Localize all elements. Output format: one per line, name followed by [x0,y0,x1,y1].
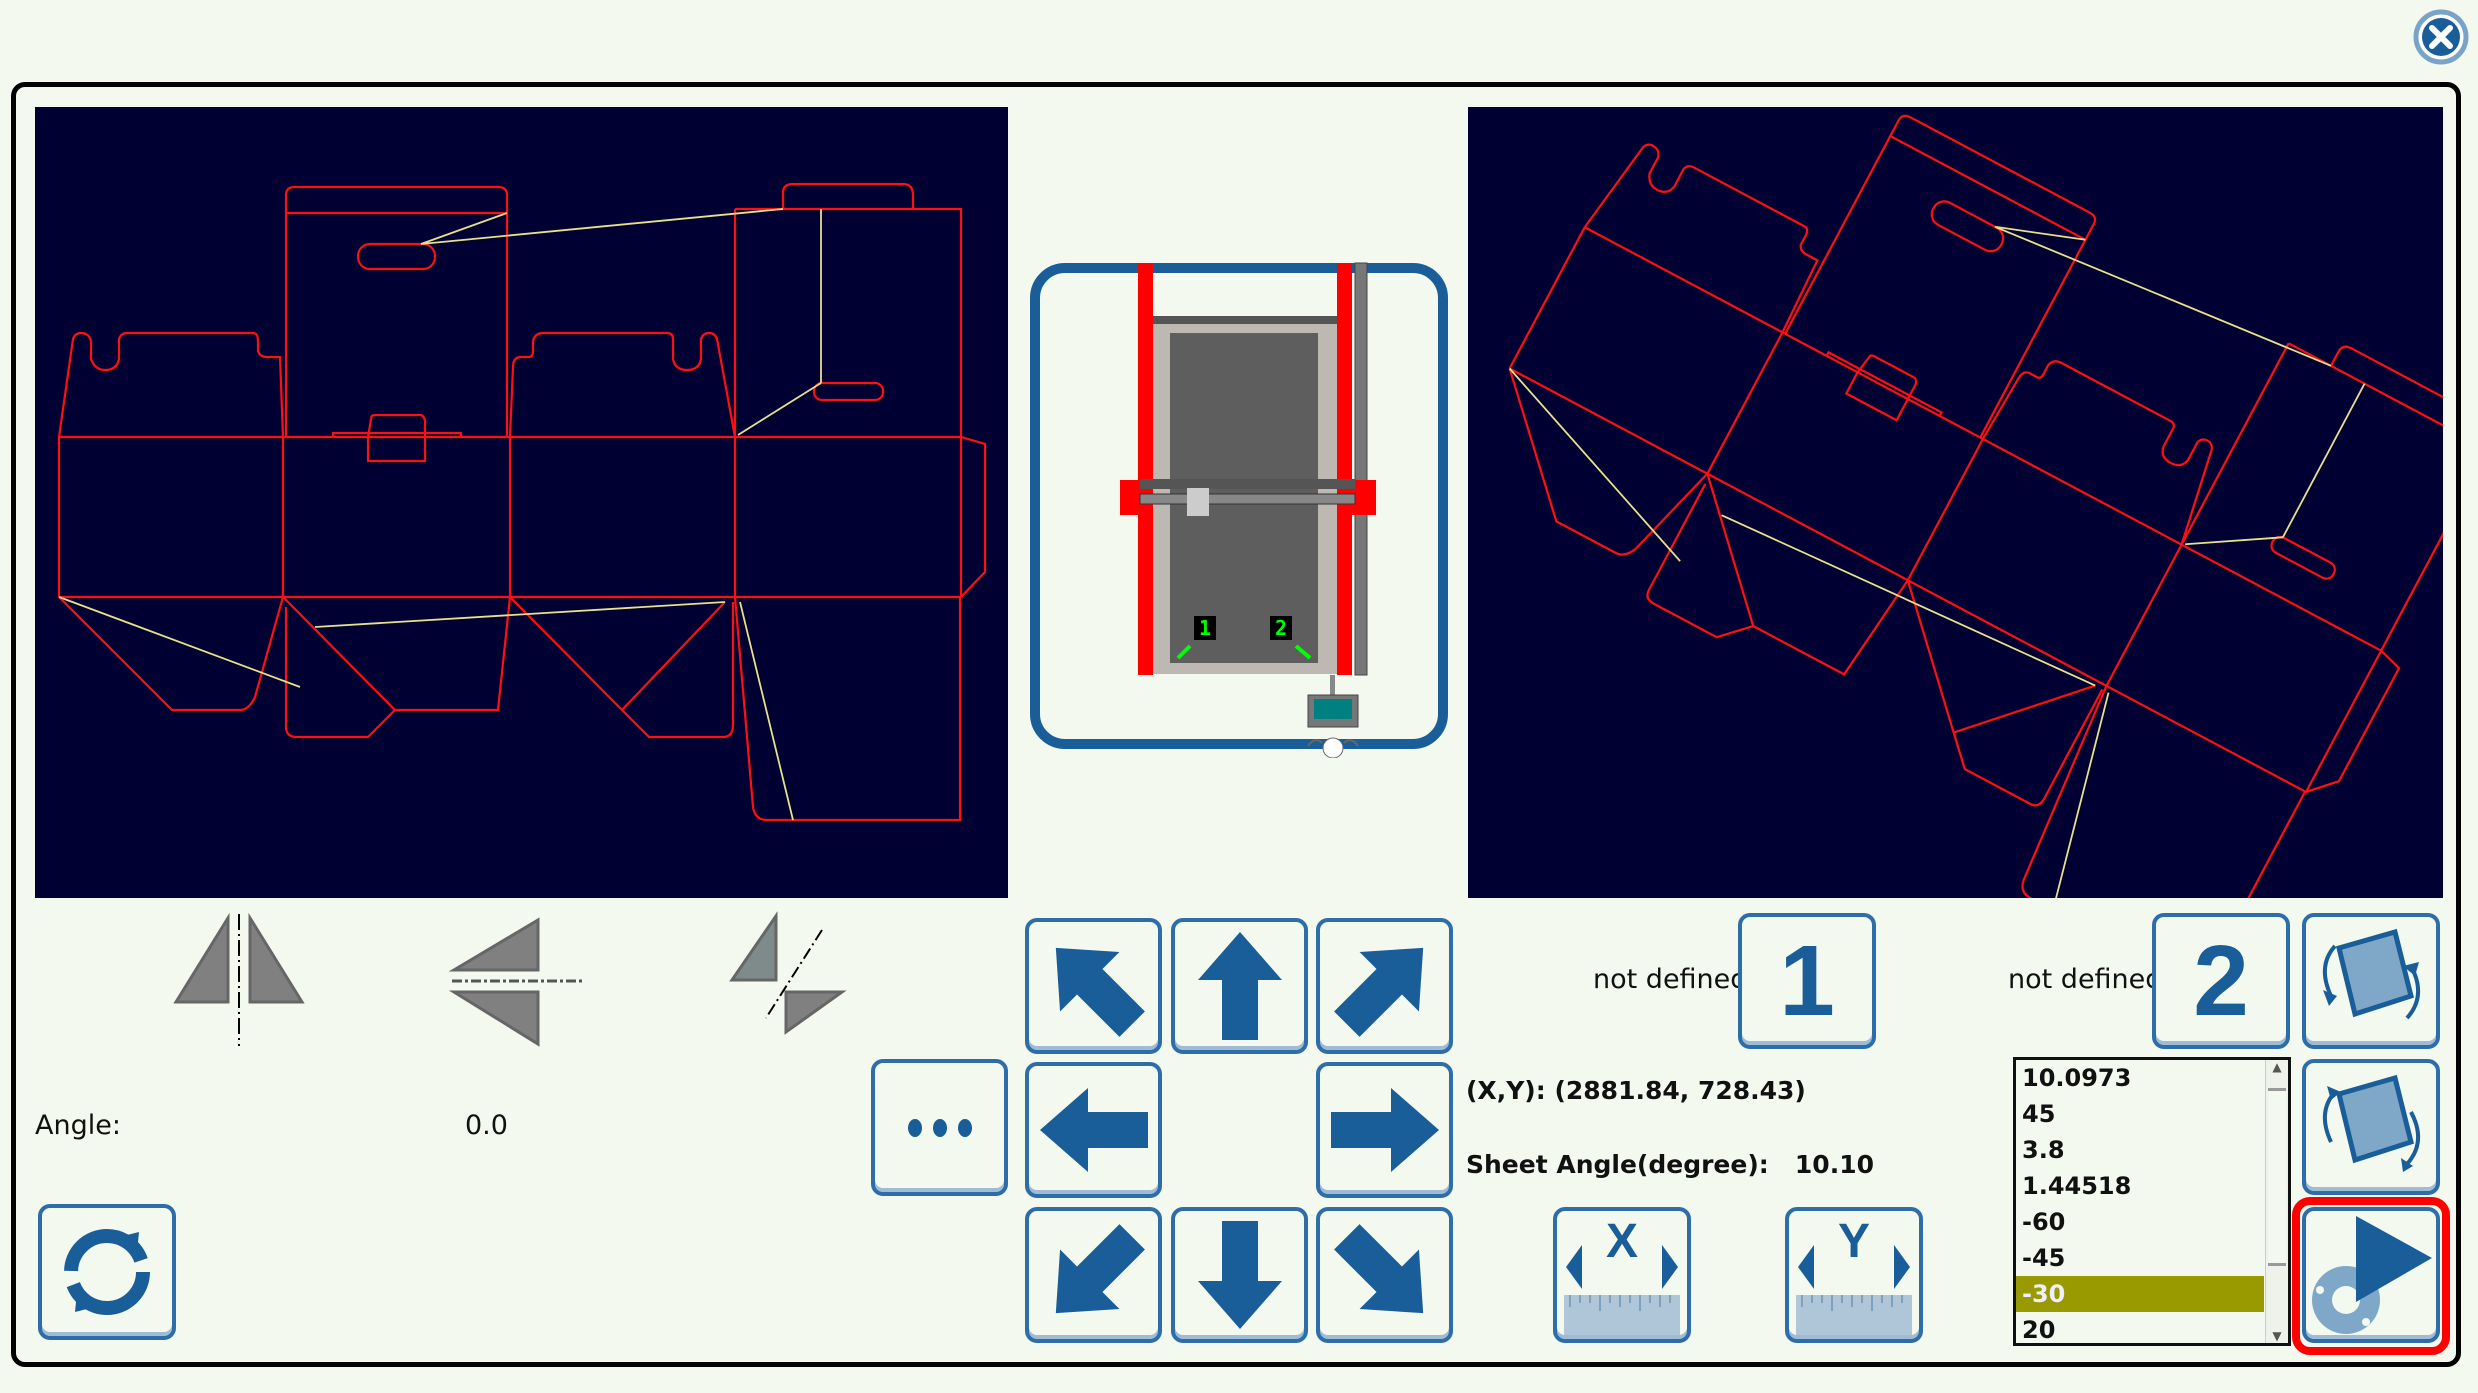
jog-up-right-button[interactable] [1316,918,1453,1054]
more-options-button[interactable] [871,1059,1008,1196]
scroll-down-icon[interactable]: ▼ [2272,1329,2282,1343]
rotate-clockwise-button[interactable] [2302,913,2440,1049]
original-layout-canvas[interactable] [35,107,1008,898]
jog-down-right-button[interactable] [1316,1207,1453,1343]
rotate-counterclockwise-button[interactable] [2302,1059,2440,1195]
start-button[interactable] [2302,1207,2440,1343]
close-circle-icon [2413,9,2469,65]
angle-list-item[interactable]: 45 [2022,1100,2056,1128]
sheet-angle-label: Sheet Angle(degree): [1466,1150,1769,1179]
angle-list-item[interactable]: 20 [2022,1316,2056,1344]
y-axis-button[interactable]: Y [1785,1207,1923,1343]
arrow-down-left-icon [1055,1224,1145,1314]
reference-2-button[interactable]: 2 [2152,913,2290,1049]
arrow-down-right-icon [1333,1224,1423,1314]
arrow-right-icon [1330,1088,1439,1172]
scroll-up-icon[interactable]: ▲ [2272,1060,2282,1074]
mirror-horizontal-button[interactable] [448,910,588,1050]
jog-down-button[interactable] [1171,1207,1308,1343]
ellipsis-icon [907,1118,972,1137]
play-icon [2312,1216,2432,1334]
reference-2-label: 2 [2193,925,2249,1037]
jog-up-button[interactable] [1171,918,1308,1054]
refresh-icon [64,1229,150,1315]
angle-label: Angle: [35,1110,121,1141]
rotate-square-icon [2323,1074,2420,1172]
arrow-up-icon [1197,932,1282,1040]
angle-list-item[interactable]: -45 [2022,1244,2066,1272]
xy-readout: (X,Y): (2881.84, 728.43) [1466,1076,1806,1105]
arrow-left-icon [1039,1088,1148,1172]
arrow-up-left-icon [1055,947,1145,1037]
reference-1-label: 1 [1779,925,1835,1037]
main-frame [11,82,2461,1367]
jog-up-left-button[interactable] [1025,918,1162,1054]
reference-2-status: not defined [2008,964,2163,995]
scroll-thumb[interactable] [2268,1088,2286,1266]
angle-list-item[interactable]: -30 [2016,1276,2264,1312]
angle-value: 0.0 [465,1110,508,1141]
angle-list-item[interactable]: -60 [2022,1208,2066,1236]
xy-value: (2881.84, 728.43) [1554,1076,1806,1105]
xy-label: (X,Y): [1466,1076,1546,1105]
start-highlight-frame [2292,1197,2450,1355]
mirror-vertical-axis-icon [173,912,305,1046]
close-button[interactable] [2412,8,2470,66]
jog-left-button[interactable] [1025,1062,1162,1198]
reference-marker-1: 1 [1176,616,1216,660]
mirror-vertical-button[interactable] [170,910,310,1050]
jog-right-button[interactable] [1316,1062,1453,1198]
angle-list-item[interactable]: 10.0973 [2022,1064,2132,1092]
rotate-square-icon [2323,928,2420,1020]
angle-list[interactable]: 10.0973 45 3.8 1.44518 -60 -45 -30 20 ▲ ▼ [2013,1057,2291,1346]
mirror-diagonal-axis-icon [729,911,847,1035]
svg-text:2: 2 [1275,616,1287,640]
arrow-down-icon [1197,1221,1282,1329]
reference-1-status: not defined [1593,964,1748,995]
jog-down-left-button[interactable] [1025,1207,1162,1343]
machine-diagram: 1 2 [1030,258,1450,759]
svg-text:Y: Y [1838,1215,1870,1268]
mirror-horizontal-axis-icon [448,917,584,1047]
x-measure-icon: X [1564,1215,1680,1335]
y-measure-icon: Y [1796,1215,1912,1335]
mirror-diagonal-button[interactable] [726,910,866,1050]
rotated-layout-canvas[interactable] [1403,2,2478,1002]
reference-marker-2: 2 [1270,616,1312,660]
reset-button[interactable] [38,1204,176,1340]
svg-text:X: X [1606,1215,1638,1268]
x-axis-button[interactable]: X [1553,1207,1691,1343]
reference-1-button[interactable]: 1 [1738,913,1876,1049]
sheet-angle-value: 10.10 [1794,1150,1874,1179]
angle-list-item[interactable]: 3.8 [2022,1136,2065,1164]
arrow-up-right-icon [1333,947,1423,1037]
angle-list-item[interactable]: 1.44518 [2022,1172,2132,1200]
list-scrollbar[interactable]: ▲ ▼ [2265,1060,2288,1343]
sheet-angle-readout: Sheet Angle(degree): 10.10 [1466,1150,1874,1179]
svg-text:1: 1 [1199,616,1211,640]
